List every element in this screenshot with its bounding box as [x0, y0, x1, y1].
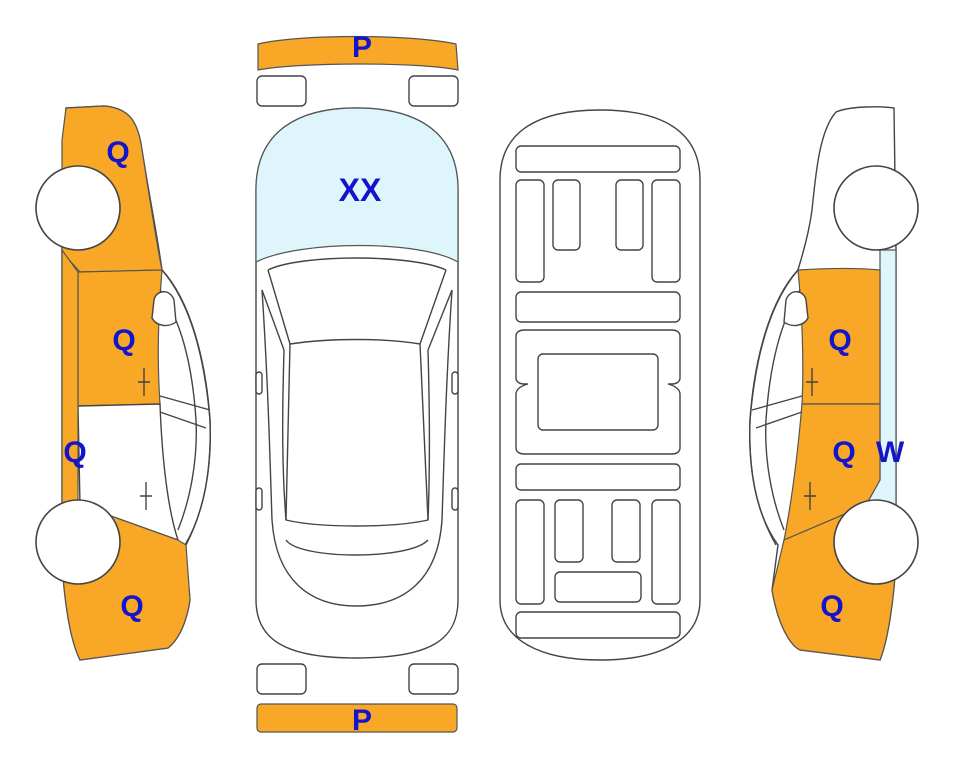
underbody-mid-crossmember [515, 291, 681, 323]
right-mirror [783, 291, 809, 327]
rear-window-inner [285, 539, 429, 556]
right-rear-wheel [833, 499, 919, 585]
left-mirror [151, 291, 177, 327]
top-left-handle [255, 487, 263, 511]
marker-rear-bumper: P [352, 704, 372, 737]
right-window-frame [749, 269, 799, 546]
rear-bumper-panel[interactable] [256, 703, 458, 733]
rear-right-light [408, 663, 459, 695]
front-right-light [408, 75, 459, 107]
left-a-pillar [261, 269, 291, 351]
right-front-wheel [833, 165, 919, 251]
right-front-door-handle [806, 368, 818, 396]
front-left-light [256, 75, 307, 107]
windshield-panel[interactable] [255, 107, 459, 264]
left-side-glass [261, 289, 287, 521]
underbody-rear-crossmember [515, 463, 681, 491]
marker-windshield: XX [339, 172, 382, 208]
marker-left-rear-door: Q [63, 436, 86, 469]
right-a-pillar [419, 269, 453, 351]
underbody-rear-left-rail [515, 499, 545, 605]
hood-line [267, 257, 447, 271]
marker-right-rear-quarter: Q [820, 590, 843, 623]
top-right-handle [451, 487, 459, 511]
underbody-rear-crossbar [515, 611, 681, 639]
left-front-wheel [35, 165, 121, 251]
marker-right-front-door: Q [828, 324, 851, 357]
left-front-door-handle [138, 368, 150, 396]
top-right-mirror [451, 371, 459, 395]
underbody-rear-right-bay [611, 499, 641, 563]
right-side-glass [427, 289, 453, 521]
underbody-front-right-rail [651, 179, 681, 283]
underbody-floor-pan [537, 353, 659, 431]
underbody-tank [554, 571, 642, 603]
underbody-rear-left-bay [554, 499, 584, 563]
marker-left-rear-quarter: Q [120, 590, 143, 623]
top-view: P XX P [255, 31, 459, 737]
underbody-front-left-bay [552, 179, 581, 251]
underbody-front-right-bay [615, 179, 644, 251]
underbody-rear-right-rail [651, 499, 681, 605]
marker-left-front-fender: Q [106, 136, 129, 169]
rear-left-light [256, 663, 307, 695]
rear-window-line [271, 519, 443, 607]
underbody-front-crossmember [515, 145, 681, 173]
marker-left-front-door: Q [112, 324, 135, 357]
underbody-view [499, 109, 701, 661]
left-window-frame [161, 269, 211, 546]
marker-front-bumper: P [352, 31, 372, 64]
marker-right-window: W [876, 436, 905, 469]
left-rear-door-handle [140, 482, 152, 510]
right-side-view: Q Q W Q [749, 106, 919, 661]
left-rear-wheel [35, 499, 121, 585]
right-pillar-line [751, 395, 803, 429]
underbody-front-left-rail [515, 179, 545, 283]
left-pillar-line [159, 395, 211, 429]
marker-right-rear-door: Q [832, 436, 855, 469]
top-left-mirror [255, 371, 263, 395]
left-side-view: Q Q Q Q [35, 105, 211, 661]
right-rear-door-handle [804, 482, 816, 510]
front-bumper-panel[interactable] [257, 35, 459, 71]
